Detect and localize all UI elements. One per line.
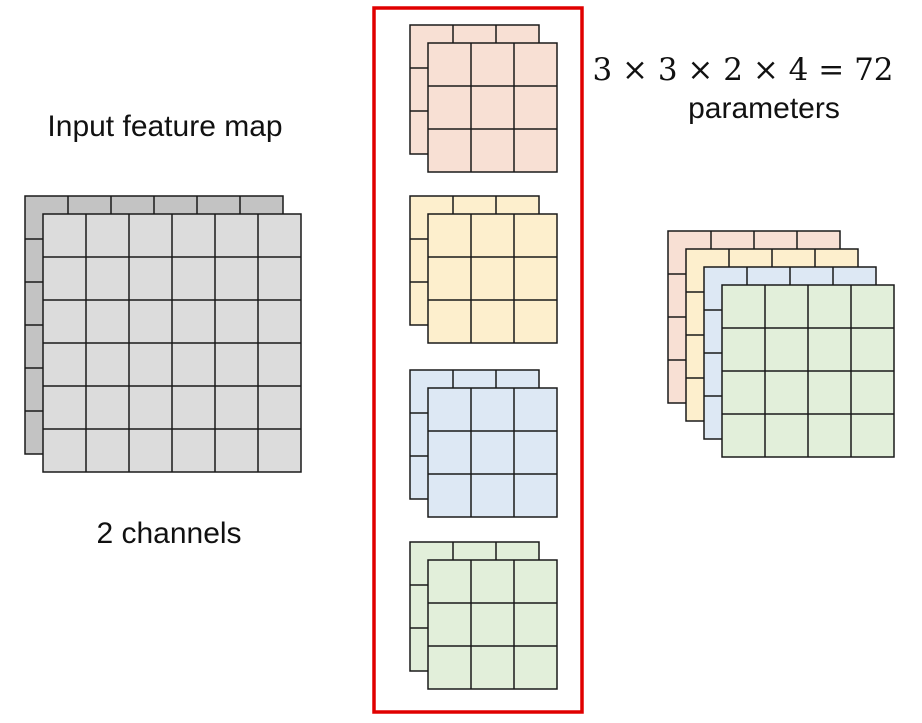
filter-3-channel-2	[427, 387, 558, 518]
input-channel-2	[42, 213, 302, 473]
filter-3	[409, 369, 558, 518]
filter-1	[409, 24, 558, 173]
input-feature-map	[24, 195, 302, 473]
output-channel-4	[721, 284, 895, 458]
filter-4	[409, 541, 558, 690]
filter-2-channel-2	[427, 213, 558, 344]
output-feature-map	[667, 230, 895, 458]
filter-highlight-box	[372, 6, 584, 714]
filter-4-channel-2	[427, 559, 558, 690]
input-title: Input feature map	[47, 110, 282, 143]
filter-bank	[409, 24, 558, 690]
filter-1-channel-2	[427, 42, 558, 173]
input-caption: 2 channels	[96, 517, 241, 550]
parameter-equation: 3 × 3 × 2 × 4 = 72	[592, 52, 893, 88]
filter-2	[409, 195, 558, 344]
parameter-caption: parameters	[688, 92, 840, 125]
